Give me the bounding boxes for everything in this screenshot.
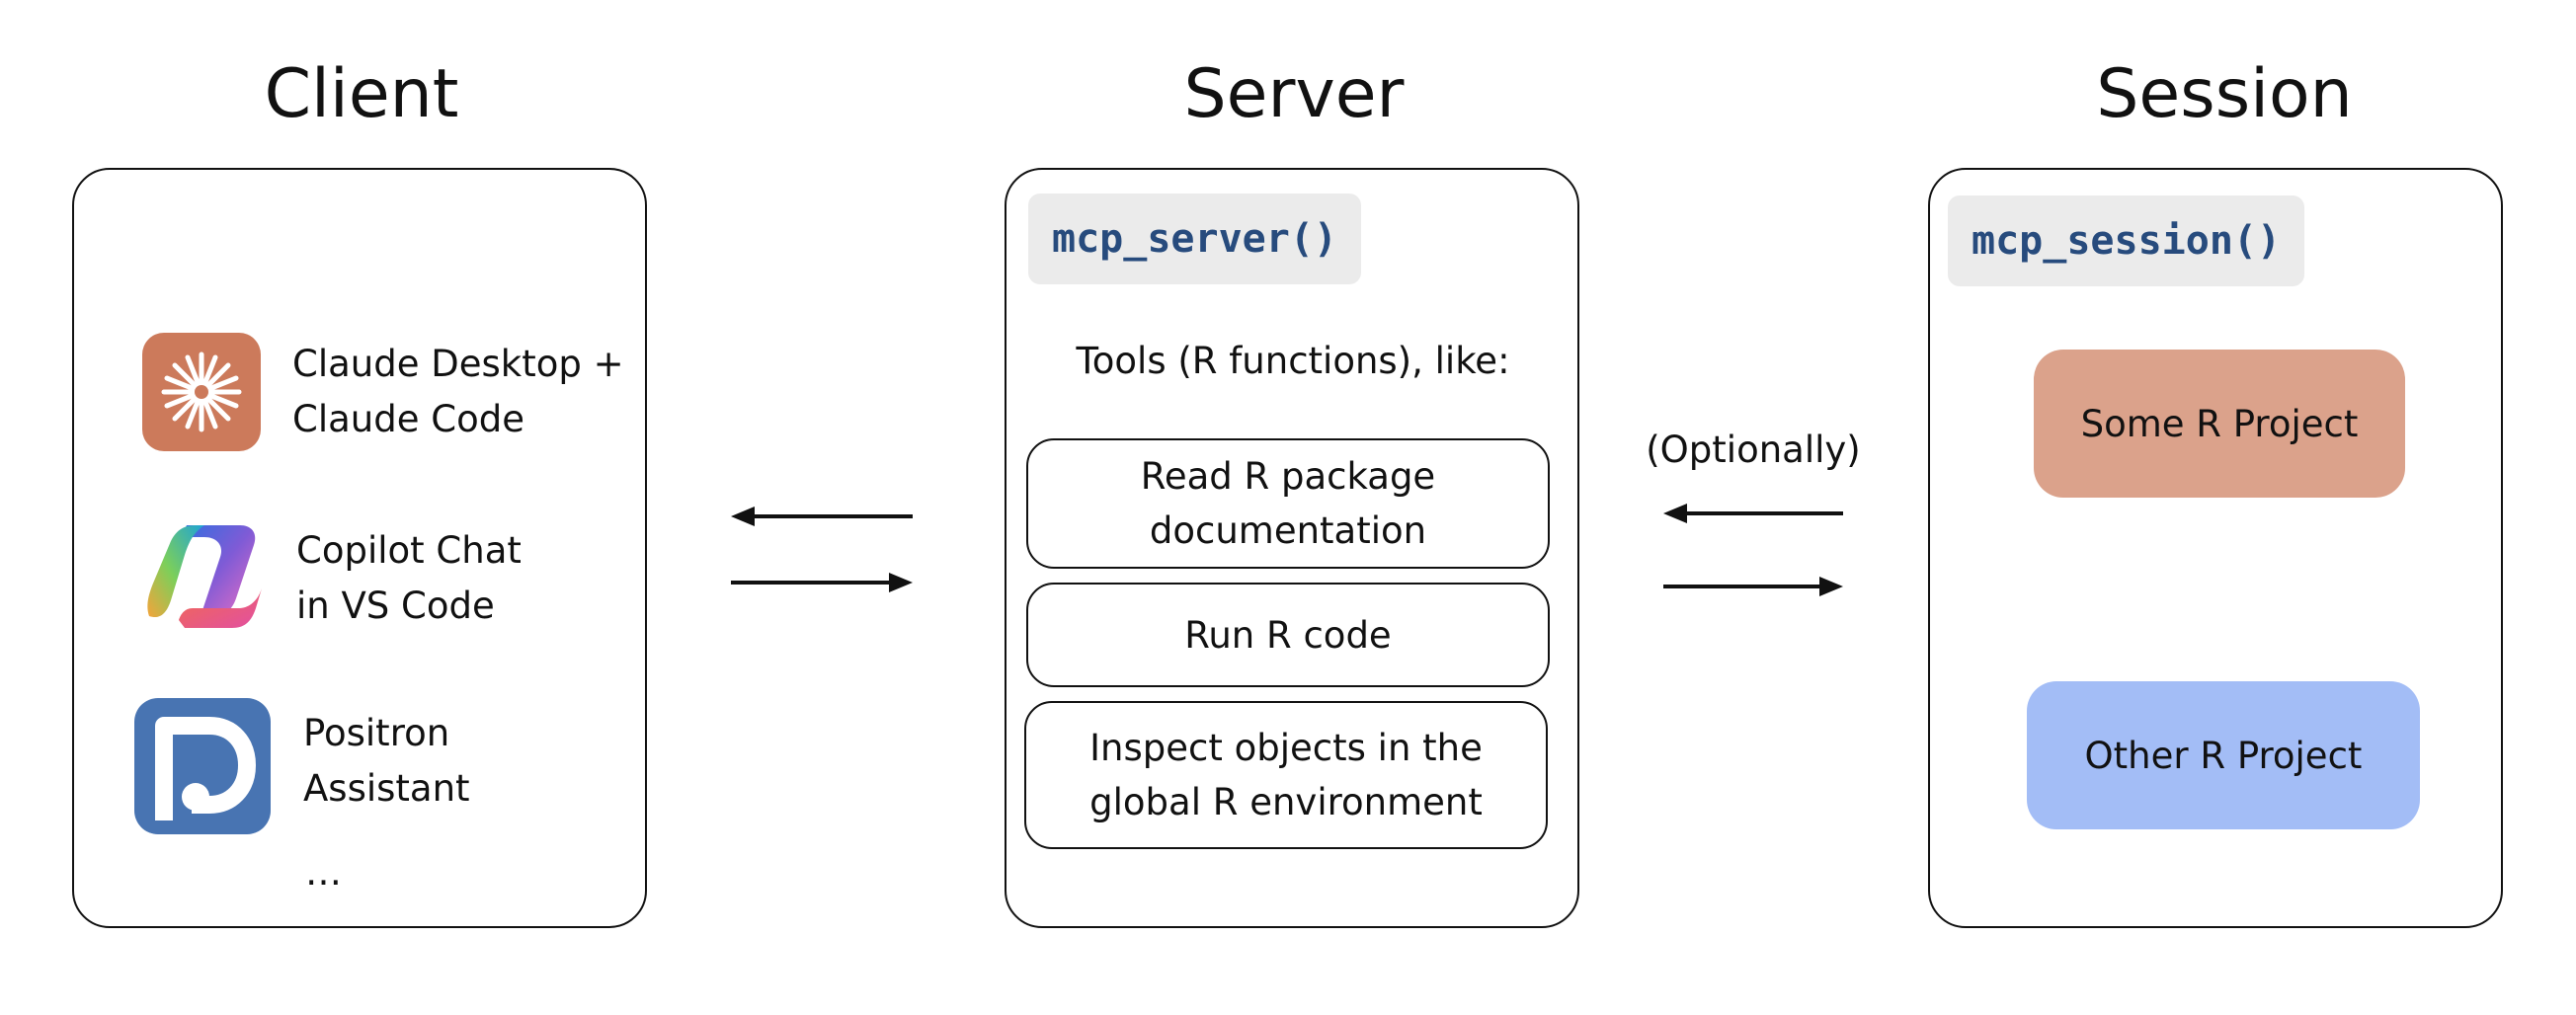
tool-inspect-line1: Inspect objects in the bbox=[1089, 727, 1483, 769]
positron-label: Positron Assistant bbox=[303, 706, 470, 817]
tool-read-docs-line1: Read R package bbox=[1140, 455, 1436, 498]
positron-label-line1: Positron bbox=[303, 712, 450, 754]
arrow-client-to-server bbox=[731, 573, 913, 592]
session-title: Session bbox=[2096, 55, 2353, 133]
tool-read-docs-line2: documentation bbox=[1149, 509, 1427, 552]
copilot-label-line2: in VS Code bbox=[296, 585, 495, 627]
copilot-icon bbox=[141, 517, 270, 636]
project-some: Some R Project bbox=[2034, 350, 2405, 498]
client-title: Client bbox=[264, 55, 459, 133]
positron-icon bbox=[134, 698, 271, 834]
claude-label-line2: Claude Code bbox=[292, 398, 524, 440]
arrow-server-to-client bbox=[731, 507, 913, 526]
arrow-session-to-server bbox=[1663, 504, 1843, 523]
copilot-label: Copilot Chat in VS Code bbox=[296, 523, 522, 634]
session-panel: mcp_session() Some R Project Other R Pro… bbox=[1928, 168, 2503, 928]
server-panel: mcp_server() Tools (R functions), like: … bbox=[1005, 168, 1579, 928]
tool-read-docs: Read R package documentation bbox=[1026, 438, 1550, 569]
claude-label: Claude Desktop + Claude Code bbox=[292, 337, 624, 447]
mcp-server-function: mcp_server() bbox=[1028, 194, 1361, 284]
tool-inspect-objects: Inspect objects in the global R environm… bbox=[1024, 701, 1548, 849]
arrow-server-to-session bbox=[1663, 577, 1843, 596]
tool-run-code-label: Run R code bbox=[1184, 613, 1392, 657]
tools-caption: Tools (R functions), like: bbox=[1076, 340, 1510, 382]
more-clients-ellipsis: … bbox=[305, 851, 342, 894]
claude-label-line1: Claude Desktop + bbox=[292, 343, 624, 385]
tool-inspect-line2: global R environment bbox=[1089, 781, 1483, 823]
positron-label-line2: Assistant bbox=[303, 767, 470, 810]
tool-run-code: Run R code bbox=[1026, 583, 1550, 687]
optional-label: (Optionally) bbox=[1646, 429, 1861, 471]
claude-icon bbox=[142, 333, 261, 451]
mcp-session-function: mcp_session() bbox=[1948, 195, 2305, 286]
project-other: Other R Project bbox=[2027, 681, 2420, 829]
client-panel: Claude Desktop + Claude Code bbox=[72, 168, 647, 928]
copilot-label-line1: Copilot Chat bbox=[296, 529, 522, 572]
server-title: Server bbox=[1183, 55, 1405, 133]
